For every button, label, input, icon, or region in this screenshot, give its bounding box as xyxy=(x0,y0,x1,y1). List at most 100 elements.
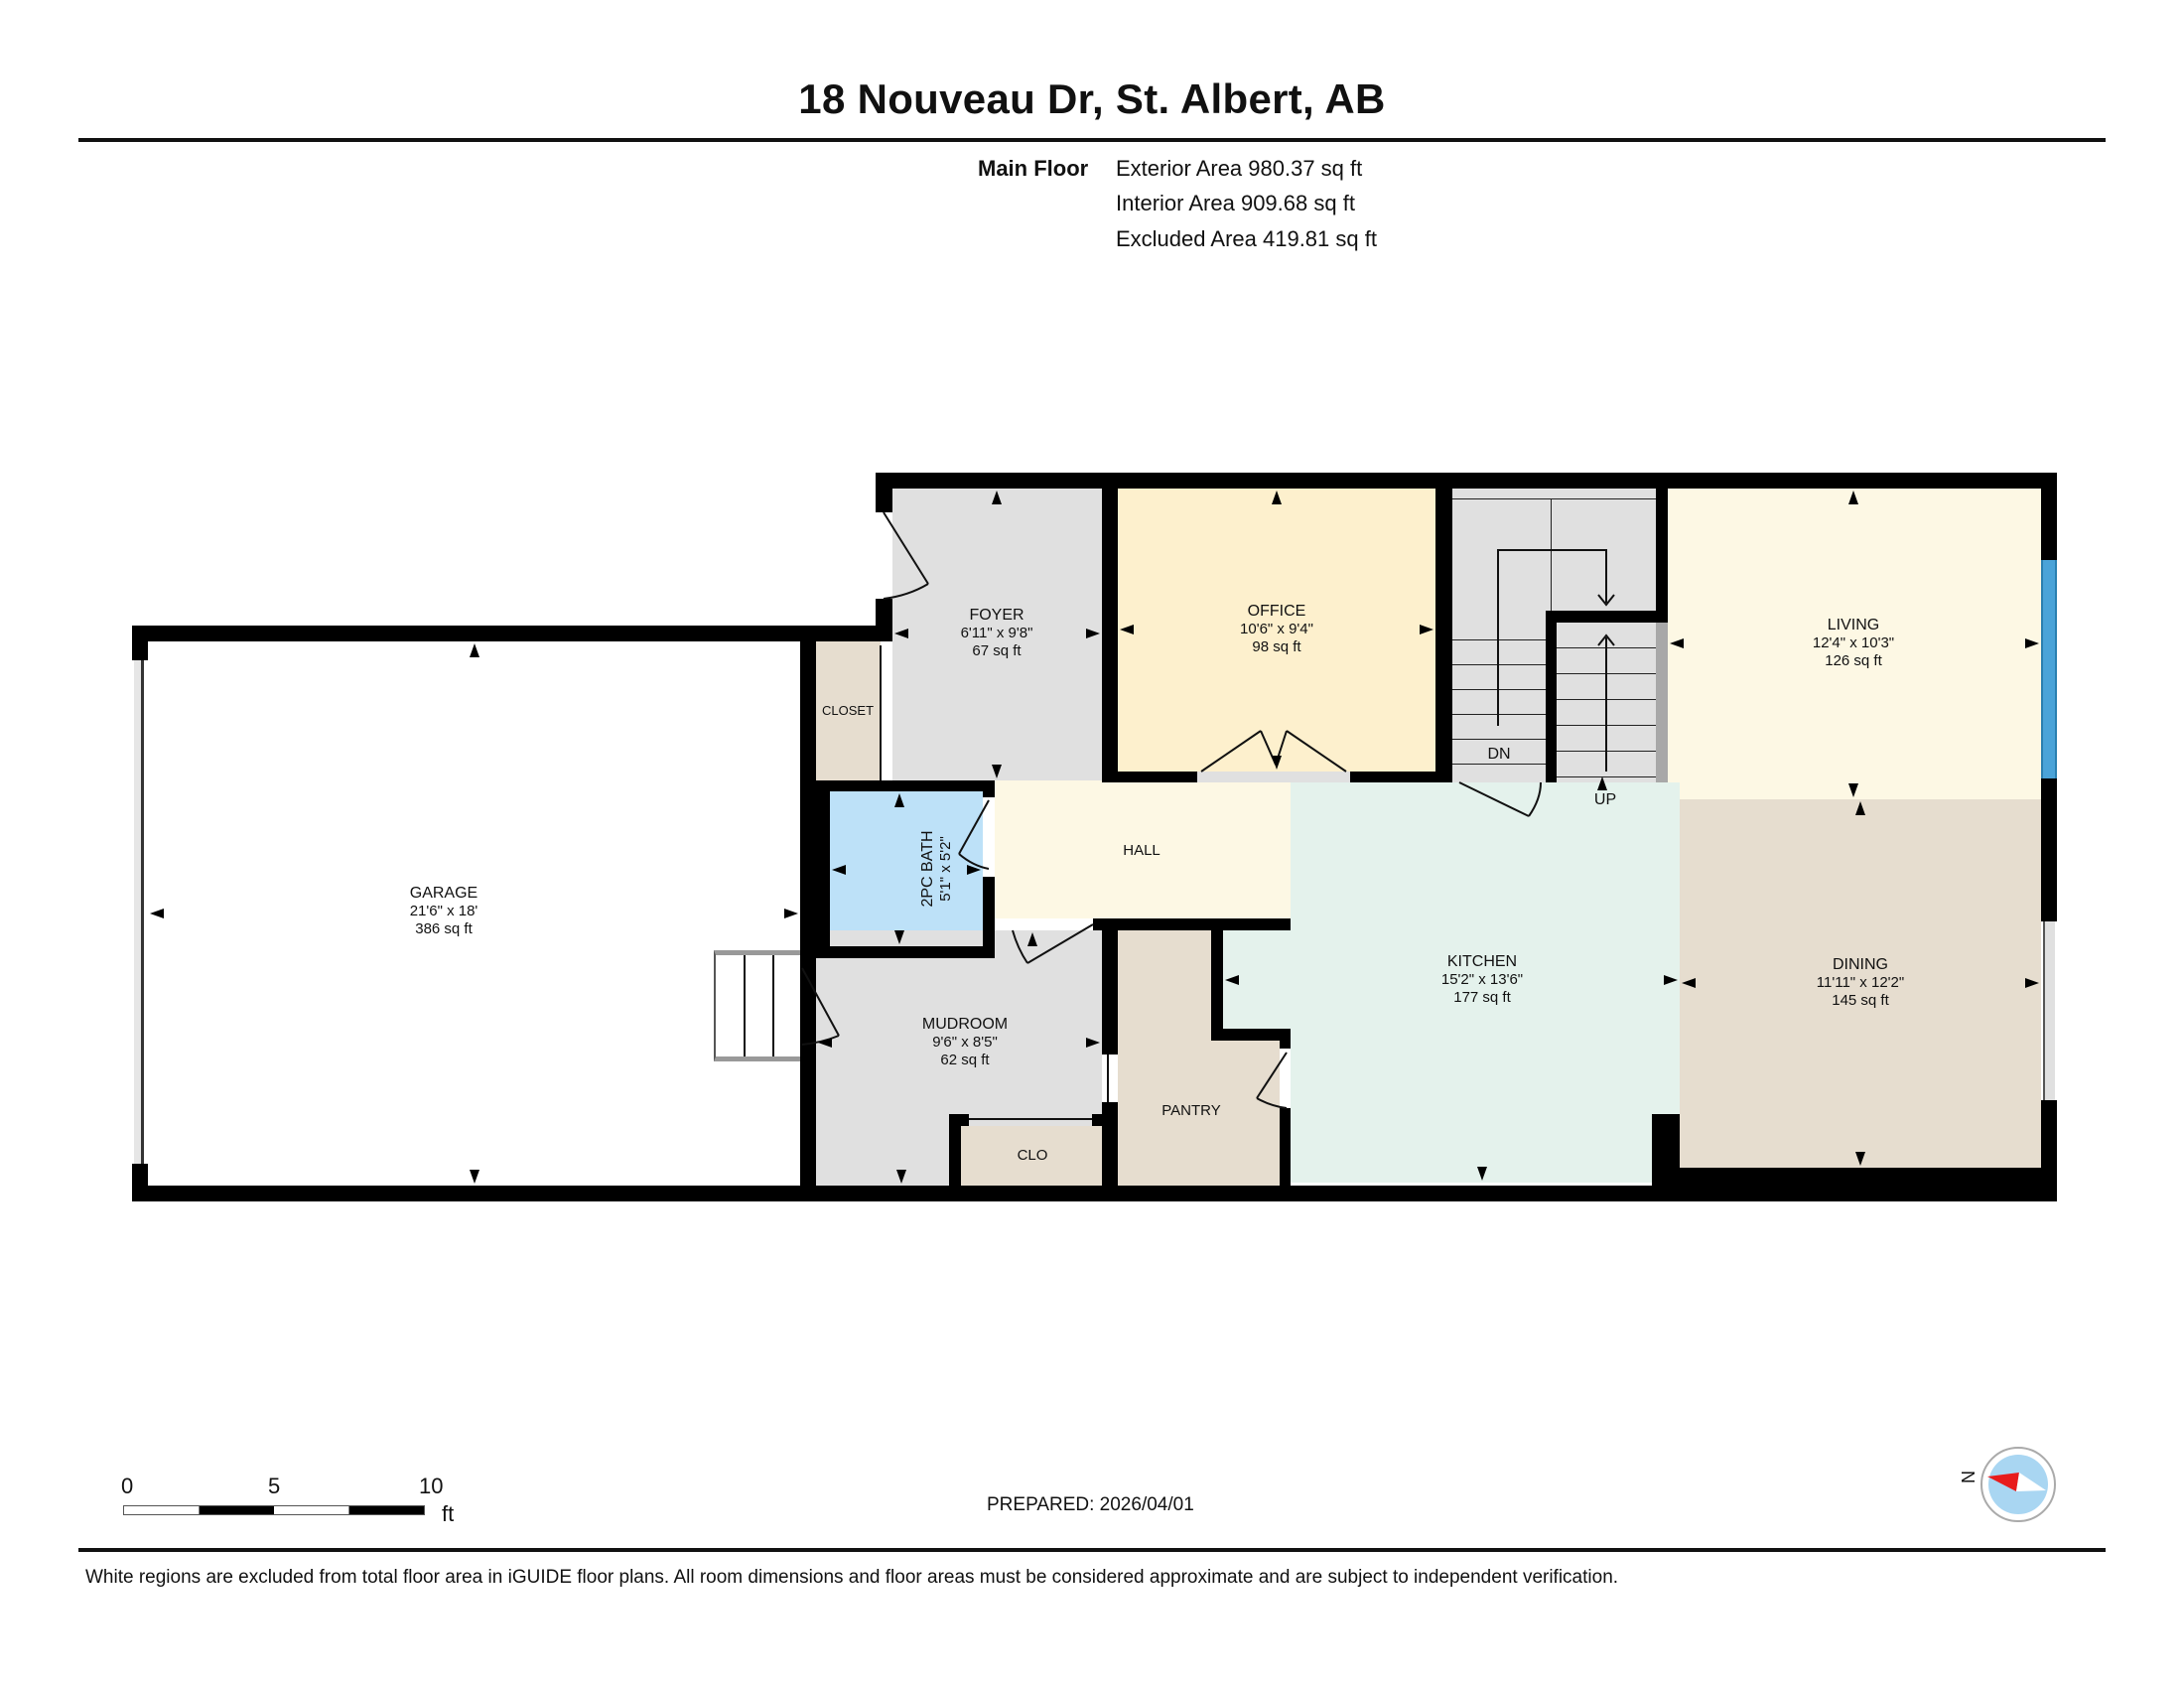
dimension-arrow xyxy=(1120,625,1134,634)
dimension-arrow xyxy=(967,865,981,875)
wall xyxy=(800,626,892,641)
dimension-arrow xyxy=(470,643,479,657)
dimension-arrow xyxy=(1420,625,1433,634)
wall xyxy=(1656,473,1668,623)
compass: N xyxy=(1958,1445,2060,1534)
wall xyxy=(1092,1114,1112,1126)
bath-label: 2PC BATH 5'1" x 5'2" xyxy=(919,830,954,908)
dimension-arrow xyxy=(832,865,846,875)
dimension-arrow xyxy=(1086,1038,1100,1048)
wall xyxy=(816,780,830,958)
window xyxy=(2043,921,2055,1100)
interior-area: Interior Area 909.68 sq ft xyxy=(1116,191,1355,215)
garage-door xyxy=(134,660,144,1164)
compass-north-label: N xyxy=(1958,1471,1978,1483)
wall xyxy=(2041,778,2057,921)
wall xyxy=(1350,772,1452,782)
wall xyxy=(876,473,892,512)
wall xyxy=(2041,1100,2057,1201)
footer-divider xyxy=(78,1548,2106,1552)
floor-label: Main Floor xyxy=(978,156,1089,181)
dimension-arrow xyxy=(1670,638,1684,648)
room-clo[interactable] xyxy=(959,1126,1102,1186)
stair-line xyxy=(1551,498,1552,611)
scale-bar-graphic xyxy=(123,1505,425,1515)
wall xyxy=(1102,473,1118,782)
foyer-label: FOYER 6'11" x 9'8" 67 sq ft xyxy=(960,607,1033,659)
wall xyxy=(949,1114,961,1186)
dimension-arrow xyxy=(894,629,908,638)
wall xyxy=(800,626,816,1186)
wall xyxy=(876,473,2057,489)
pantry-label: PANTRY xyxy=(1161,1102,1221,1119)
room-dining[interactable] xyxy=(1680,799,2041,1168)
room-office[interactable] xyxy=(1118,489,1435,772)
dimension-arrow xyxy=(1682,978,1696,988)
room-garage[interactable] xyxy=(148,641,800,1186)
stairs-down-label: DN xyxy=(1487,746,1511,763)
dimension-arrow xyxy=(1086,629,1100,638)
garage-label: GARAGE 21'6" x 18' 386 sq ft xyxy=(409,885,478,937)
wall xyxy=(1102,918,1118,1055)
wall xyxy=(1211,1029,1291,1041)
wall xyxy=(1680,1168,2041,1201)
clo-label: CLO xyxy=(1017,1147,1048,1164)
dimension-arrow xyxy=(1848,783,1858,797)
stair-arrows-icon xyxy=(1497,549,1615,772)
room-kitchen[interactable] xyxy=(1291,782,1680,1183)
wall xyxy=(132,626,816,641)
wall xyxy=(1280,1108,1291,1186)
dimension-arrow xyxy=(1855,1152,1865,1166)
room-living[interactable] xyxy=(1668,489,2041,799)
living-label: LIVING 12'4" x 10'3" 126 sq ft xyxy=(1812,617,1895,669)
office-door-opening xyxy=(1197,772,1350,782)
dining-label: DINING 11'11" x 12'2" 145 sq ft xyxy=(1816,956,1905,1009)
wall xyxy=(132,626,148,660)
dimension-arrow xyxy=(894,930,904,944)
stair-line xyxy=(1452,498,1656,499)
wall xyxy=(983,877,995,958)
wall xyxy=(1102,772,1197,782)
dimension-arrow xyxy=(1664,975,1678,985)
wall xyxy=(1546,611,1557,782)
dimension-arrow xyxy=(1225,975,1239,985)
wall xyxy=(983,780,995,797)
scale-tick-0: 0 xyxy=(121,1474,134,1498)
disclaimer: White regions are excluded from total fl… xyxy=(85,1567,1619,1588)
scale-unit: ft xyxy=(442,1501,455,1526)
wall xyxy=(1546,611,1668,623)
stair-railing xyxy=(1656,623,1668,782)
scale-tick-10: 10 xyxy=(419,1474,444,1498)
kitchen-label: KITCHEN 15'2" x 13'6" 177 sq ft xyxy=(1440,953,1524,1006)
dimension-arrow xyxy=(1597,776,1607,790)
wall xyxy=(816,780,995,791)
closet-label: CLOSET xyxy=(821,703,875,718)
dimension-arrow xyxy=(992,491,1002,504)
dimension-arrow xyxy=(2025,978,2039,988)
dimension-arrow xyxy=(992,765,1002,778)
window xyxy=(2041,560,2057,778)
wall xyxy=(2041,473,2057,560)
exterior-area: Exterior Area 980.37 sq ft xyxy=(1116,156,1363,181)
dimension-arrow xyxy=(2025,638,2039,648)
room-foyer[interactable] xyxy=(892,489,1102,780)
dimension-arrow xyxy=(1855,801,1865,815)
excluded-area: Excluded Area 419.81 sq ft xyxy=(1116,226,1377,251)
office-label: OFFICE 10'6" x 9'4" 98 sq ft xyxy=(1240,603,1313,655)
dimension-arrow xyxy=(784,909,798,918)
header-divider xyxy=(78,138,2106,142)
wall xyxy=(1280,1029,1291,1049)
room-bath[interactable] xyxy=(830,791,983,946)
wall xyxy=(1211,930,1223,1041)
wall xyxy=(949,1114,969,1126)
wall xyxy=(1093,918,1291,930)
mudroom-label: MUDROOM 9'6" x 8'5" 62 sq ft xyxy=(921,1016,1009,1068)
exterior-steps xyxy=(714,950,800,1061)
dimension-arrow xyxy=(1027,932,1037,946)
room-hall[interactable] xyxy=(995,780,1291,918)
wall xyxy=(1435,473,1452,782)
room-closet[interactable] xyxy=(816,641,881,780)
dimension-arrow xyxy=(894,793,904,807)
